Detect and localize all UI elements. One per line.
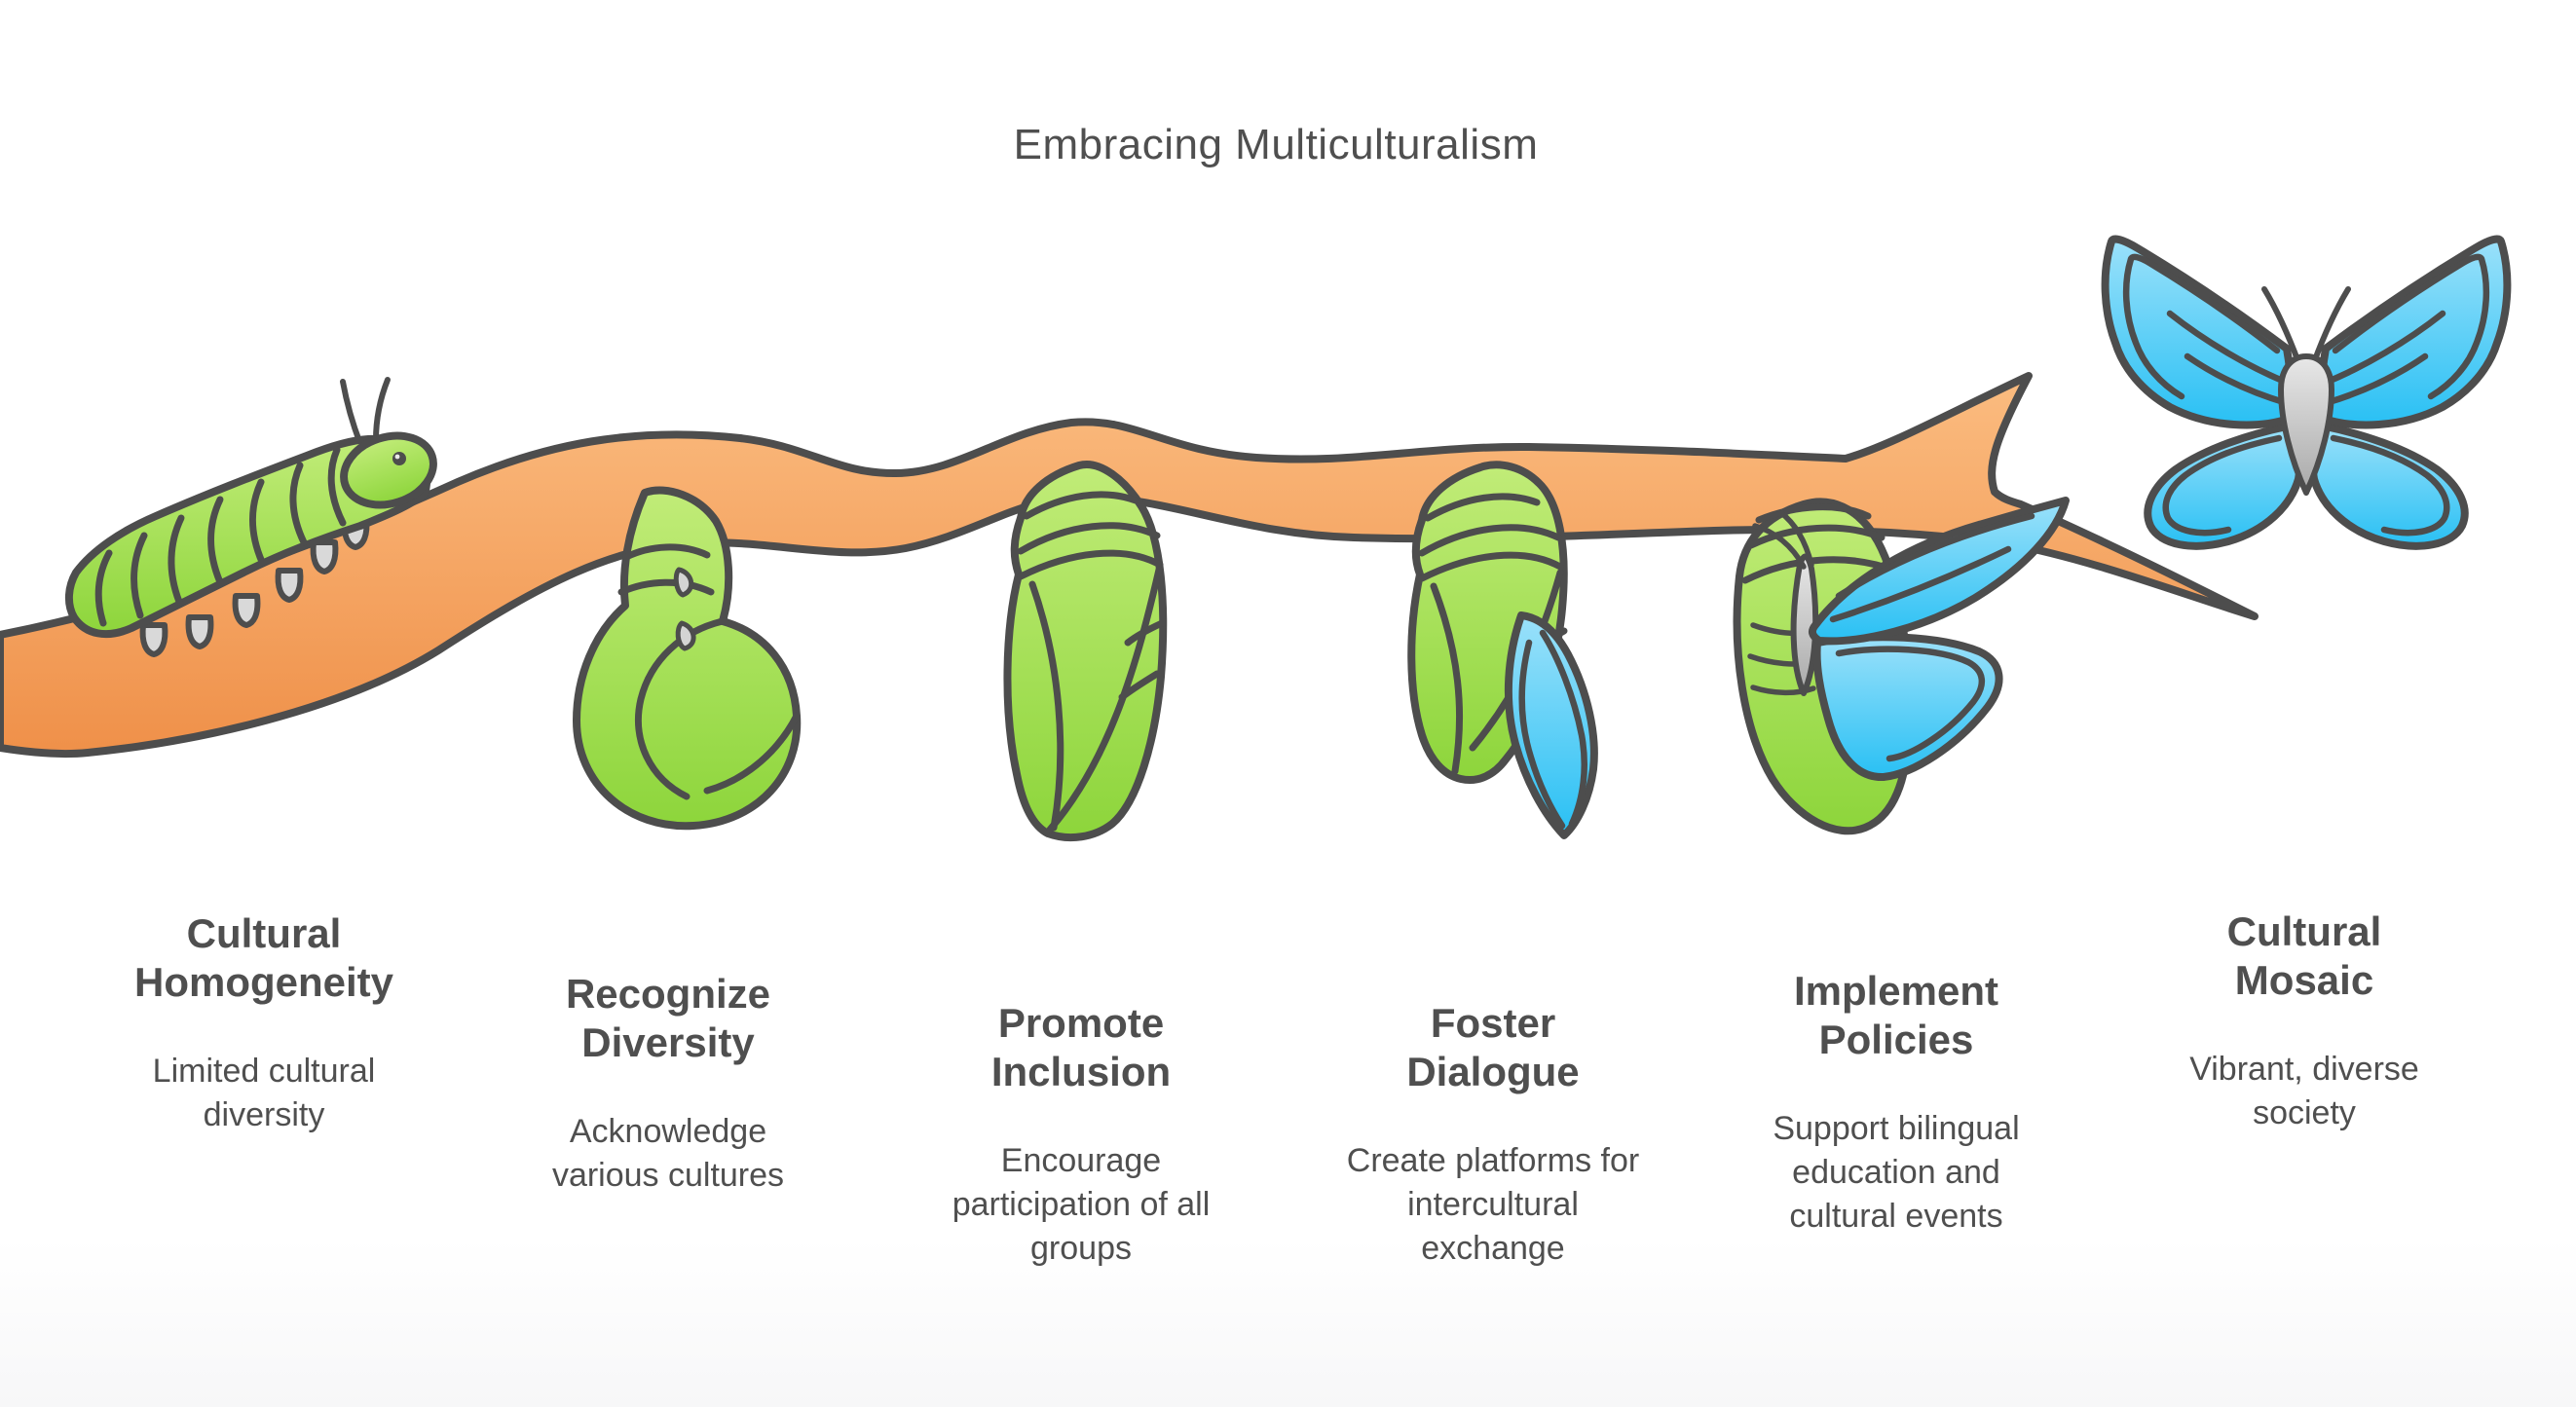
branch-icon (0, 372, 2259, 759)
caterpillar-segments (94, 446, 347, 627)
emerging-wing (1504, 611, 1598, 839)
upper-left-wing-lines (2122, 253, 2291, 407)
curled-caterpillar-icon (573, 486, 802, 831)
hindwing (1812, 633, 2003, 782)
caterpillar-antenna (340, 379, 363, 447)
stage-label-recognize-diversity: Recognize Diversity Acknowledge various … (454, 970, 882, 1198)
chrysalis-icon (1003, 461, 1168, 842)
stage-subtitle: Create platforms for intercultural excha… (1346, 1142, 1640, 1267)
stage-label-cultural-homogeneity: Cultural Homogeneity Limited cultural di… (50, 909, 478, 1137)
butterfly-body (2278, 353, 2334, 496)
wing-lines (1518, 629, 1588, 830)
forewing-veins (1829, 512, 2035, 623)
stage-title: Foster Dialogue (1406, 1000, 1580, 1094)
lower-right-wing-line (2330, 434, 2450, 537)
butterfly-antennae (1752, 509, 1814, 570)
stage-subtitle: Support bilingual education and cultural… (1773, 1110, 2020, 1235)
emerging-butterfly-icon (1733, 497, 2070, 835)
stage-title: Promote Inclusion (990, 1000, 1172, 1094)
stage-label-cultural-mosaic: Cultural Mosaic Vibrant, diverse society (2090, 907, 2519, 1135)
stage-subtitle: Vibrant, diverse society (2189, 1051, 2419, 1131)
caterpillar-icon (65, 377, 437, 657)
caterpillar-head (340, 431, 437, 509)
stage-label-foster-dialogue: Foster Dialogue Create platforms for int… (1279, 999, 1707, 1271)
lower-left-wing-line (2162, 434, 2283, 537)
hindwing-line (1835, 646, 1985, 762)
stage-title: Recognize Diversity (565, 971, 771, 1065)
chrysalis-lines (1418, 493, 1568, 775)
butterfly-antennae (2261, 286, 2351, 365)
chrysalis-lines (1017, 491, 1166, 833)
stage-label-implement-policies: Implement Policies Support bilingual edu… (1682, 967, 2110, 1239)
caterpillar-eye (392, 452, 406, 465)
curl-feet (673, 567, 696, 651)
stage-subtitle: Acknowledge various cultures (551, 1113, 785, 1194)
stage-title: Cultural Mosaic (2226, 908, 2382, 1003)
stage-subtitle: Encourage participation of all groups (952, 1142, 1211, 1267)
stage-subtitle: Limited cultural diversity (152, 1053, 376, 1133)
upper-right-wing-lines (2322, 253, 2490, 407)
butterfly-icon (2101, 235, 2512, 550)
stage-title: Implement Policies (1793, 968, 1999, 1062)
caterpillar-antenna (373, 377, 391, 443)
chrysalis-wing-emerging-icon (1407, 461, 1598, 839)
stage-title: Cultural Homogeneity (133, 910, 394, 1005)
stage-label-promote-inclusion: Promote Inclusion Encourage participatio… (867, 999, 1295, 1271)
diagram-title: Embracing Multiculturalism (1013, 121, 1539, 168)
